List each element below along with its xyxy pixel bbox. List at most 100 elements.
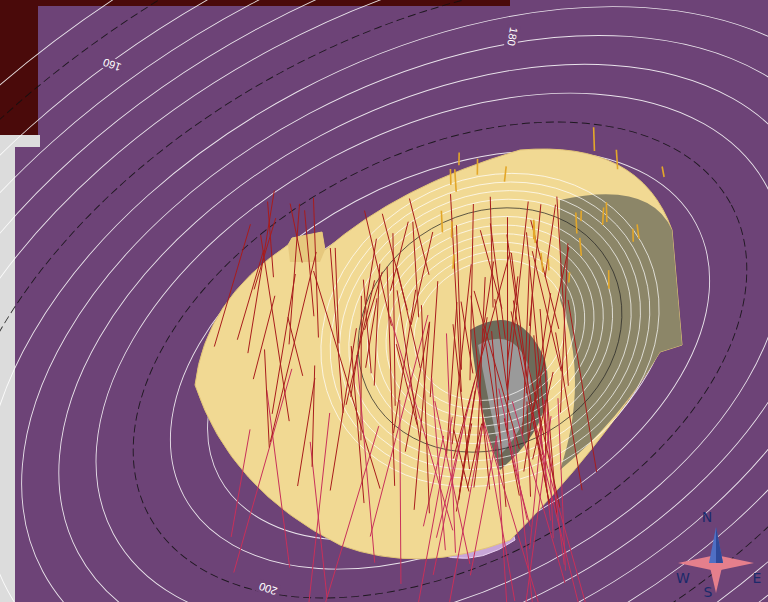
drill-hole: [390, 222, 408, 291]
bench-line: [263, 113, 716, 548]
drill-hole: [231, 429, 250, 537]
drill-hole: [360, 296, 361, 440]
drill-hole: [533, 372, 553, 459]
drill-hole: [397, 290, 420, 440]
drill-hole: [568, 272, 570, 282]
drill-hole: [523, 260, 530, 437]
drill-hole: [603, 207, 604, 224]
drill-hole: [400, 400, 401, 584]
drill-hole: [441, 211, 442, 233]
drill-hole: [534, 220, 536, 243]
contour-line: [146, 106, 733, 602]
drill-hole: [480, 230, 502, 308]
drill-hole: [450, 169, 452, 185]
compass-letter: S: [703, 585, 714, 599]
drill-hole: [608, 270, 610, 289]
drill-hole: [545, 205, 555, 277]
drill-hole: [459, 391, 475, 500]
compass-letter: W: [675, 571, 691, 585]
drill-hole: [451, 194, 462, 392]
drill-hole: [268, 202, 274, 278]
drill-hole: [248, 190, 274, 353]
drill-hole: [452, 254, 455, 268]
drill-hole: [471, 296, 490, 490]
drill-hole: [312, 365, 315, 466]
drill-hole: [467, 424, 481, 489]
drill-hole: [606, 202, 608, 222]
drill-hole: [458, 152, 460, 165]
drill-hole: [423, 436, 443, 526]
drill-hole: [446, 333, 455, 552]
compass-needle: [709, 527, 723, 563]
drill-hole: [261, 235, 290, 421]
drill-hole: [455, 169, 456, 192]
drill-hole: [593, 127, 595, 151]
bench-line: [288, 137, 691, 524]
drill-hole: [497, 440, 508, 602]
pit-wall: [560, 194, 682, 470]
drill-hole: [409, 199, 429, 275]
drill-hole: [576, 212, 577, 233]
drill-hole: [637, 224, 639, 238]
bench-line: [326, 172, 655, 487]
compass-letter: N: [701, 510, 713, 524]
drill-hole: [451, 221, 453, 237]
drill-hole: [452, 264, 471, 444]
drill-hole: [483, 420, 542, 602]
bench-line: [338, 184, 642, 475]
drill-hole: [265, 349, 270, 447]
pit-shell: [195, 149, 682, 559]
contour-line: [53, 24, 768, 602]
drill-hole: [421, 305, 429, 513]
compass-needle: [716, 527, 723, 563]
drill-hole: [507, 217, 508, 433]
drill-hole: [445, 426, 483, 602]
drill-hole: [507, 235, 517, 305]
bench-line: [388, 232, 592, 428]
drill-hole: [533, 422, 584, 602]
drill-hole: [477, 159, 479, 175]
drill-hole: [499, 389, 527, 520]
drill-holes: [214, 127, 664, 602]
contour-line: [6, 0, 768, 602]
drill-hole: [357, 355, 375, 563]
drill-hole: [470, 204, 473, 380]
drill-hole: [662, 166, 664, 177]
drill-hole: [483, 329, 500, 444]
bench-line: [376, 220, 605, 440]
drill-hole: [234, 369, 292, 573]
drill-hole: [298, 378, 315, 486]
drill-hole: [289, 204, 299, 345]
drill-hole: [616, 150, 617, 170]
drill-hole: [237, 250, 263, 339]
drill-hole: [436, 381, 474, 538]
drill-hole: [547, 259, 549, 271]
drill-hole: [561, 243, 568, 412]
drill-hole: [474, 291, 519, 449]
drill-hole: [541, 253, 543, 272]
drill-hole: [214, 224, 250, 346]
drill-hole: [490, 197, 493, 308]
frame-band: [0, 0, 38, 135]
drill-hole: [254, 218, 276, 289]
drill-hole: [490, 223, 505, 338]
drill-hole: [507, 202, 528, 391]
frame-strip: [0, 135, 15, 602]
drill-hole: [397, 268, 420, 368]
drill-hole: [632, 229, 634, 242]
drill-hole: [461, 302, 473, 374]
drill-hole: [313, 198, 318, 338]
drill-hole: [556, 332, 583, 490]
drill-hole: [513, 428, 536, 602]
drill-hole: [531, 220, 559, 329]
drill-hole: [308, 413, 330, 602]
drill-hole: [527, 401, 531, 496]
drill-hole: [504, 166, 506, 181]
drill-hole: [272, 274, 295, 414]
compass-letter: E: [752, 571, 763, 585]
